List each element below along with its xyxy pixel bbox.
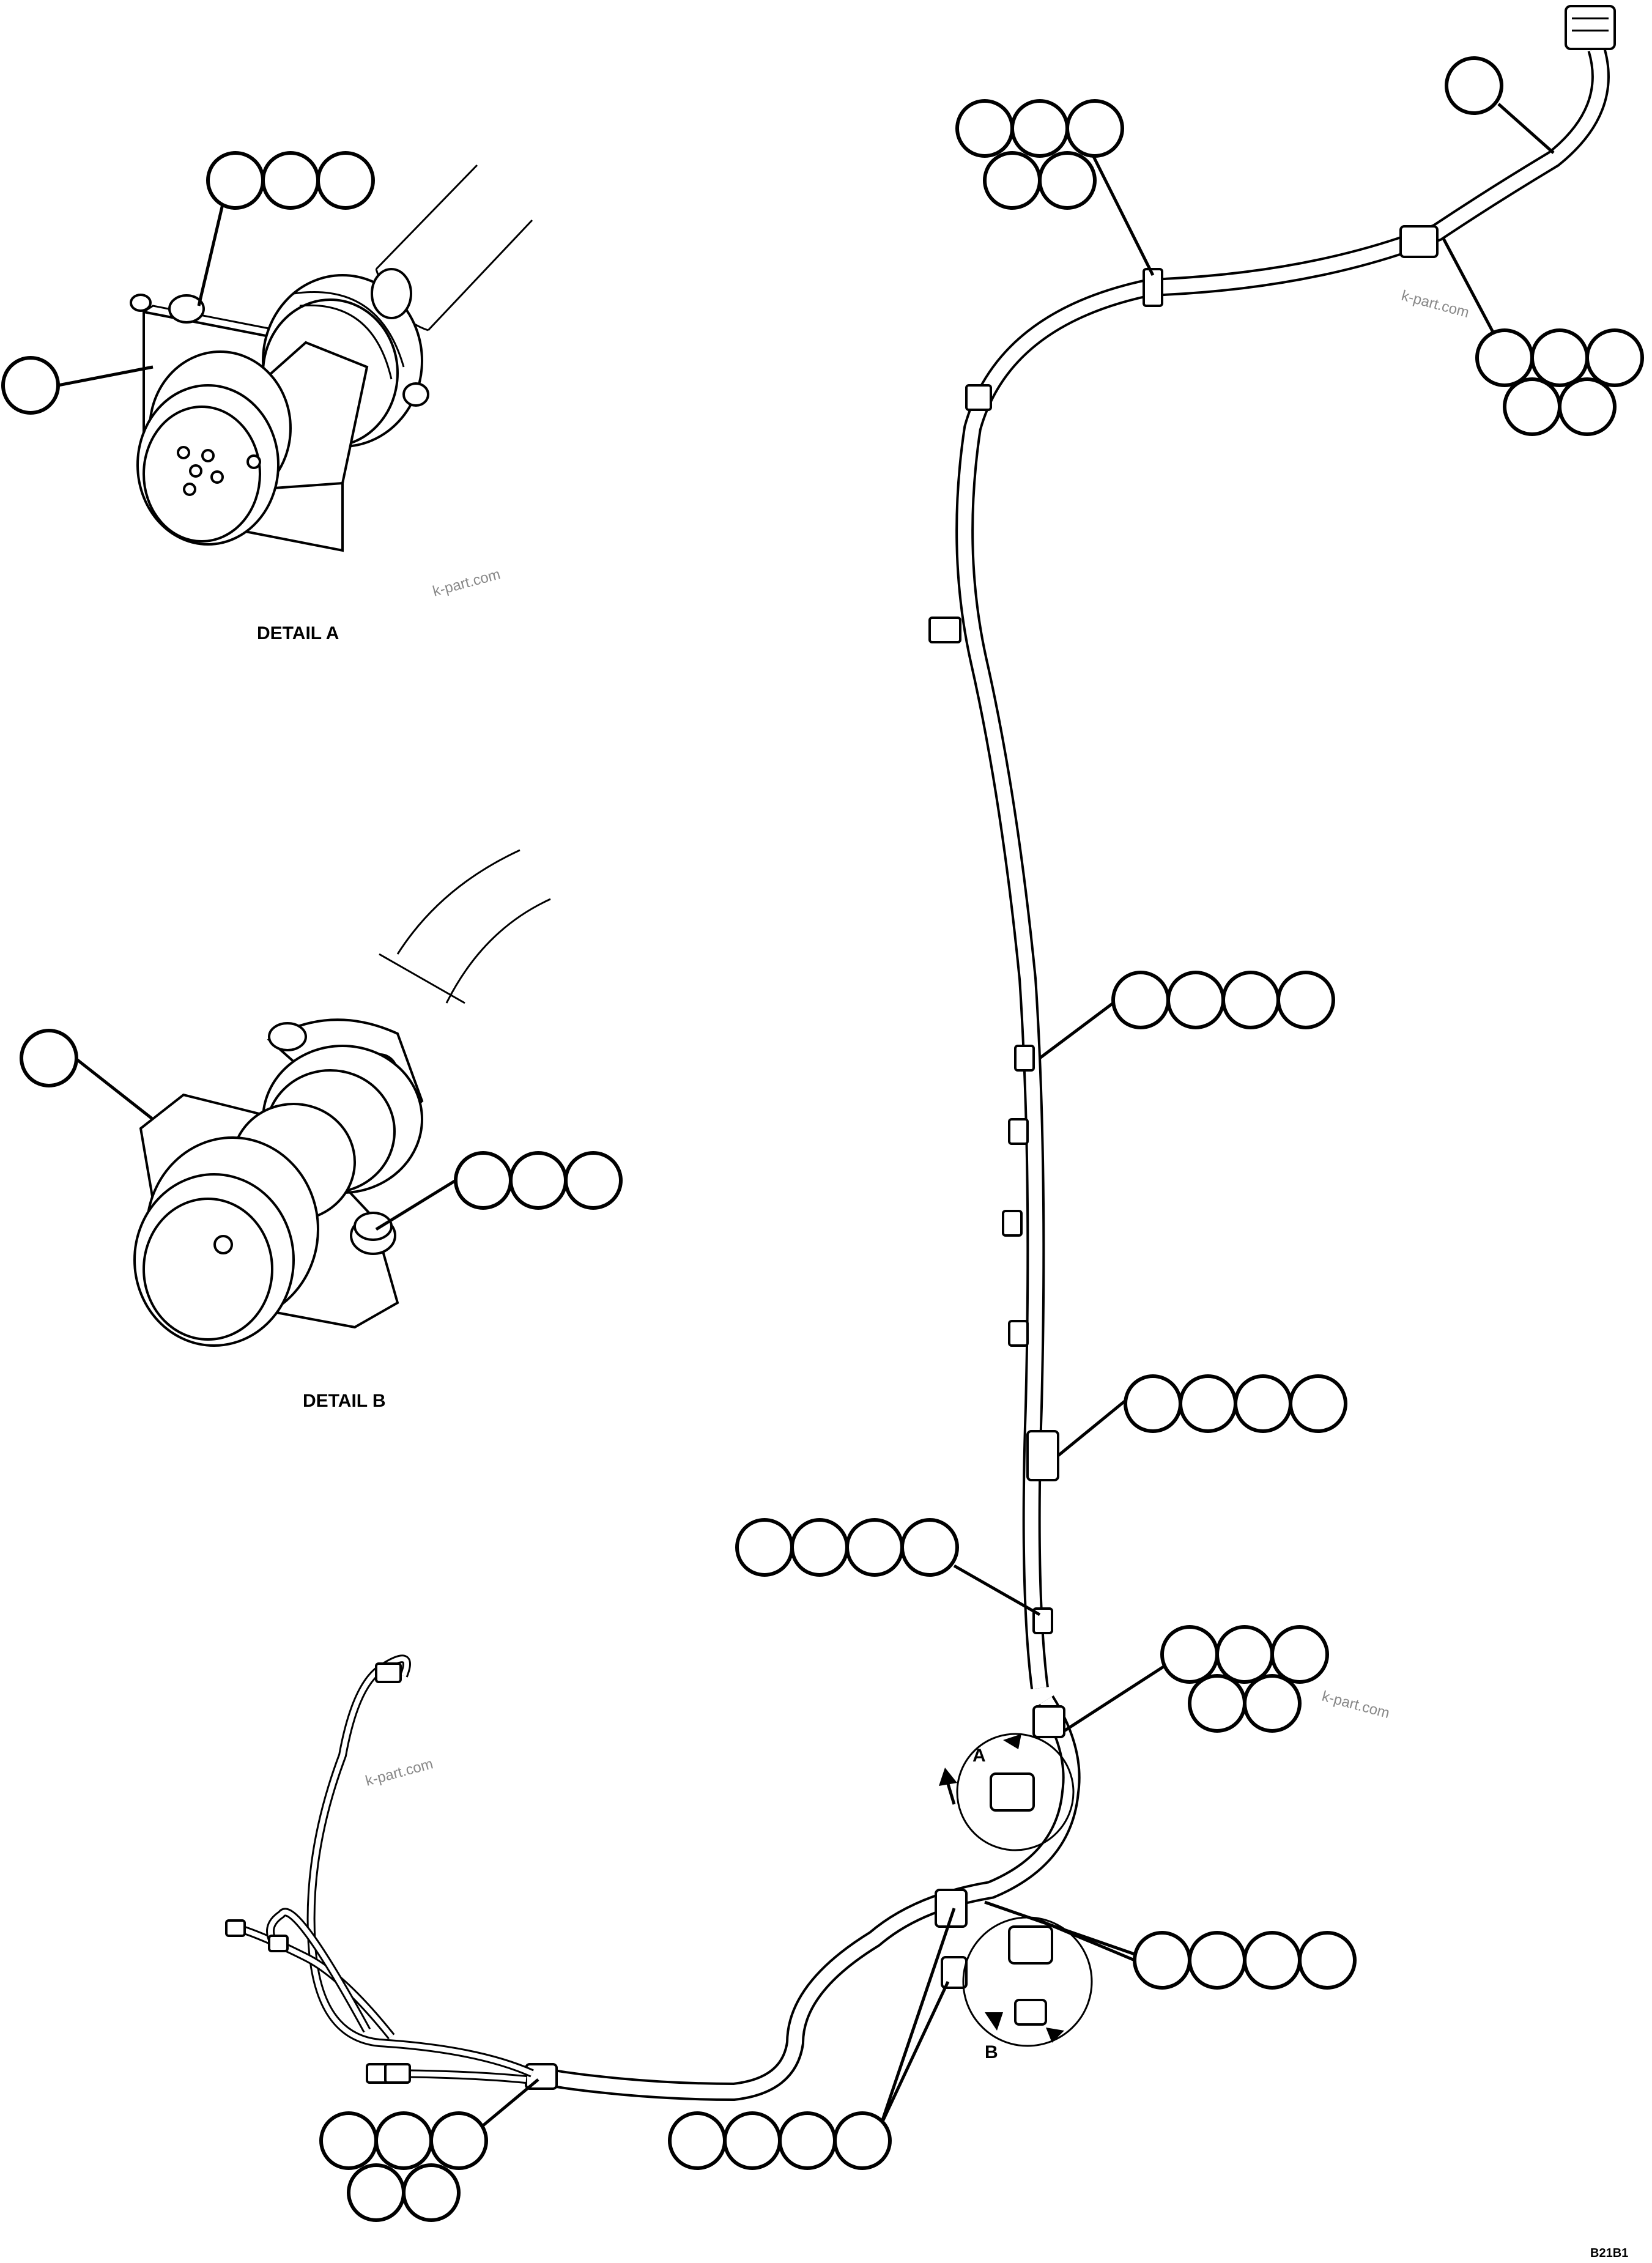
callout-bubble xyxy=(1289,1374,1347,1433)
leader-lines xyxy=(57,103,1555,2127)
watermark-2: k-part.com xyxy=(1399,287,1470,321)
callout-bubble xyxy=(261,151,320,210)
detail-a-illustration xyxy=(130,164,533,552)
lower-left-wires xyxy=(225,1654,534,2084)
callout-bubble xyxy=(1503,377,1561,436)
callout-bubble xyxy=(206,151,265,210)
callout-bubble xyxy=(20,1029,78,1087)
callout-bubble xyxy=(1188,1674,1246,1733)
callout-bubble xyxy=(778,2111,837,2170)
detail-b-illustration xyxy=(133,849,551,1347)
callout-bubbles xyxy=(1,56,1644,2222)
callout-bubble xyxy=(429,2111,488,2170)
watermark-4: k-part.com xyxy=(364,1755,435,1789)
callout-bubble xyxy=(955,99,1014,158)
detail-a-label: DETAIL A xyxy=(257,623,339,643)
view-a-label: A xyxy=(972,1746,986,1766)
callout-bubble xyxy=(1166,971,1225,1029)
callout-bubble xyxy=(1234,1374,1292,1433)
callout-bubble xyxy=(1298,1931,1357,1990)
callout-bubble xyxy=(319,2111,378,2170)
callout-bubble xyxy=(1160,1625,1219,1684)
callout-bubble xyxy=(723,2111,782,2170)
callout-bubble xyxy=(790,1518,849,1577)
callout-bubble xyxy=(1558,377,1617,436)
callout-bubble xyxy=(1270,1625,1329,1684)
callout-bubble xyxy=(316,151,375,210)
callout-bubble xyxy=(1133,1931,1191,1990)
main-harness xyxy=(525,5,1616,2102)
detail-b-label: DETAIL B xyxy=(303,1391,386,1411)
callout-bubble xyxy=(454,1151,513,1210)
callout-bubble xyxy=(1215,1625,1274,1684)
callout-bubble xyxy=(1221,971,1280,1029)
callout-bubble xyxy=(1243,1674,1302,1733)
callout-bubble xyxy=(833,2111,892,2170)
callout-bubble xyxy=(900,1518,959,1577)
callout-bubble xyxy=(1276,971,1335,1029)
callout-bubble xyxy=(1111,971,1170,1029)
callout-bubble xyxy=(735,1518,794,1577)
callout-bubble xyxy=(1010,99,1069,158)
callout-bubble xyxy=(509,1151,568,1210)
watermark-3: k-part.com xyxy=(1320,1688,1391,1722)
callout-bubble xyxy=(347,2163,406,2222)
callout-bubble xyxy=(1124,1374,1182,1433)
callout-bubble xyxy=(1188,1931,1246,1990)
callout-bubble xyxy=(564,1151,623,1210)
callout-bubble xyxy=(983,151,1042,210)
callout-bubble xyxy=(1038,151,1097,210)
callout-bubble xyxy=(1065,99,1124,158)
callout-bubble xyxy=(668,2111,727,2170)
callout-bubble xyxy=(1243,1931,1302,1990)
watermark-1: k-part.com xyxy=(431,566,502,599)
callout-bubble xyxy=(402,2163,461,2222)
callout-bubble xyxy=(1585,328,1644,387)
figure-code: B21B1 xyxy=(1590,2246,1628,2260)
callout-bubble xyxy=(1179,1374,1237,1433)
callout-bubble xyxy=(845,1518,904,1577)
callout-bubble xyxy=(1475,328,1534,387)
callout-bubble xyxy=(1530,328,1589,387)
callout-bubble xyxy=(1445,56,1503,115)
callout-bubble xyxy=(1,356,60,415)
callout-bubble xyxy=(374,2111,433,2170)
view-b-label: B xyxy=(985,2042,998,2062)
